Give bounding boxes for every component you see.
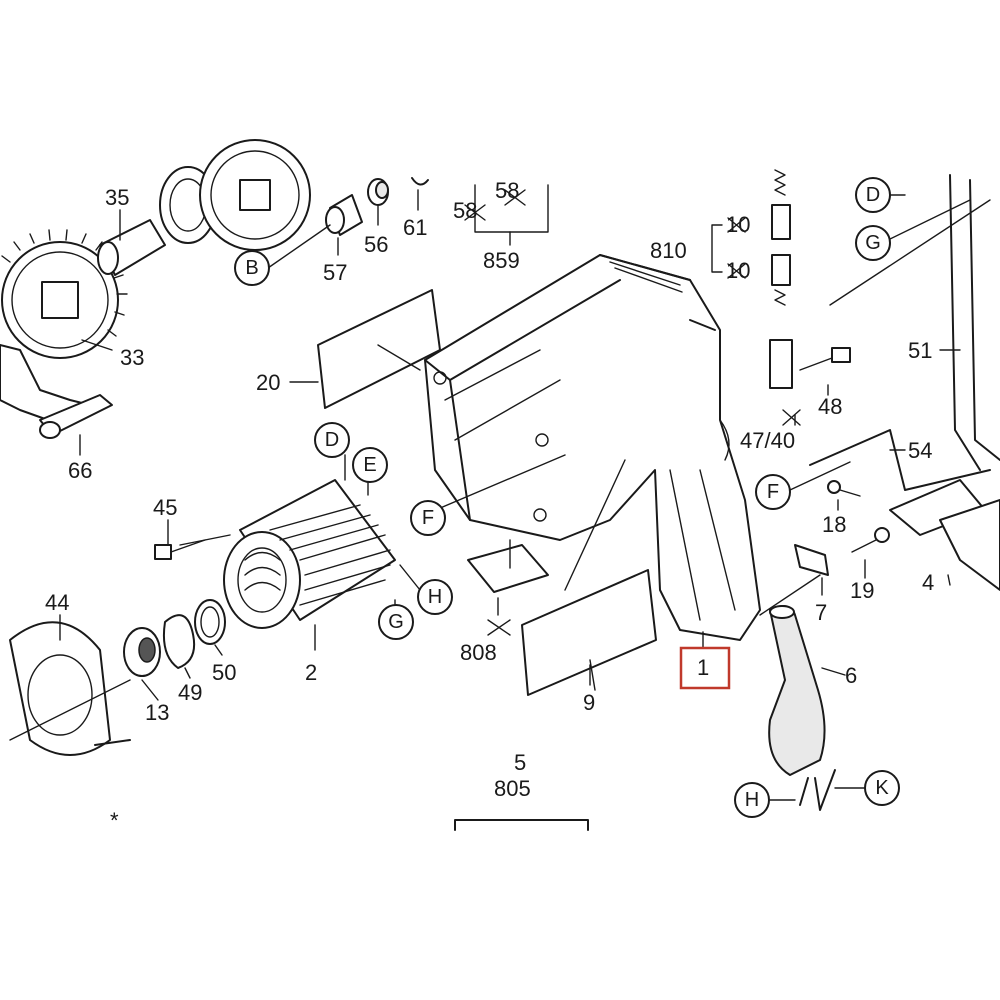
svg-text:K: K <box>875 777 889 799</box>
connector-F-stator: F <box>410 500 446 536</box>
label-13: 13 <box>145 700 169 725</box>
label-35: 35 <box>105 185 129 210</box>
connector-G-stator: G <box>378 604 414 640</box>
label-58a: 58 <box>453 198 477 223</box>
label-2: 2 <box>305 660 317 685</box>
svg-text:D: D <box>325 429 339 451</box>
svg-text:B: B <box>245 257 258 279</box>
label-1: 1 <box>697 655 709 680</box>
label-6: 6 <box>845 663 857 688</box>
svg-text:F: F <box>422 507 434 529</box>
footnote-star: * <box>110 808 119 833</box>
box-805 <box>454 819 589 831</box>
label-57: 57 <box>323 260 347 285</box>
label-33: 33 <box>120 345 144 370</box>
label-card-9 <box>521 569 657 696</box>
label-49: 49 <box>178 680 202 705</box>
bearing-13 <box>123 627 161 677</box>
label-18: 18 <box>822 512 846 537</box>
connector-K: K <box>864 770 900 806</box>
label-20: 20 <box>256 370 280 395</box>
end-shield-44 <box>9 621 131 756</box>
svg-text:D: D <box>866 184 880 206</box>
handle-strap-6 <box>768 605 826 776</box>
connector-F-right: F <box>755 474 791 510</box>
svg-text:G: G <box>865 232 881 254</box>
label-56: 56 <box>364 232 388 257</box>
wires-hk <box>799 769 836 811</box>
wire-54 <box>809 429 991 491</box>
ring-50 <box>194 599 226 645</box>
label-54: 54 <box>908 438 932 463</box>
sleeve-35 <box>97 219 166 276</box>
connector-G-top: G <box>855 225 891 261</box>
label-50: 50 <box>212 660 236 685</box>
svg-text:E: E <box>363 454 376 476</box>
cable-51b <box>969 179 1000 461</box>
svg-text:F: F <box>767 481 779 503</box>
bracket-859 <box>464 184 549 246</box>
label-44: 44 <box>45 590 69 615</box>
gear-large-left <box>1 229 128 359</box>
connector-H-bottom: H <box>734 782 770 818</box>
label-810: 810 <box>650 238 687 263</box>
label-5: 5 <box>514 750 526 775</box>
label-805: 805 <box>494 776 531 801</box>
stator-2 <box>223 479 396 629</box>
label-card-20 <box>317 289 441 409</box>
bushing-57 <box>325 194 363 236</box>
connector-H-stator: H <box>417 579 453 615</box>
label-card-808 <box>467 544 549 593</box>
svg-text:G: G <box>388 611 404 633</box>
label-51: 51 <box>908 338 932 363</box>
gear-top <box>199 139 311 251</box>
fork-bracket <box>0 344 113 439</box>
label-66: 66 <box>68 458 92 483</box>
label-58b: 58 <box>495 178 519 203</box>
label-859: 859 <box>483 248 520 273</box>
switch-48 <box>769 339 851 389</box>
connector-D-stator: D <box>314 422 350 458</box>
label-9: 9 <box>583 690 595 715</box>
screw-18 <box>827 480 861 497</box>
cable-51 <box>949 174 981 471</box>
brush-assembly-810 <box>711 169 791 306</box>
trigger-assembly-4 <box>939 499 1000 591</box>
washer-49 <box>162 614 196 669</box>
connector-B: B <box>234 250 270 286</box>
connector-D-top: D <box>855 177 891 213</box>
clamp-7 <box>794 544 829 576</box>
label-47-40: 47/40 <box>740 428 795 453</box>
label-45: 45 <box>153 495 177 520</box>
label-7: 7 <box>815 600 827 625</box>
svg-text:H: H <box>745 789 759 811</box>
label-61: 61 <box>403 215 427 240</box>
highlight-box-part-1 <box>679 646 731 690</box>
label-19: 19 <box>850 578 874 603</box>
bearing-56 <box>367 178 389 206</box>
connector-E: E <box>352 447 388 483</box>
svg-text:H: H <box>428 586 442 608</box>
screw-45 <box>154 539 206 560</box>
label-48: 48 <box>818 394 842 419</box>
label-10a: 10 <box>726 212 750 237</box>
motor-housing-1 <box>424 254 761 641</box>
label-4: 4 <box>922 570 934 595</box>
label-10b: 10 <box>726 258 750 283</box>
screw-19 <box>851 527 890 553</box>
clip-61 <box>411 177 429 186</box>
label-808: 808 <box>460 640 497 665</box>
